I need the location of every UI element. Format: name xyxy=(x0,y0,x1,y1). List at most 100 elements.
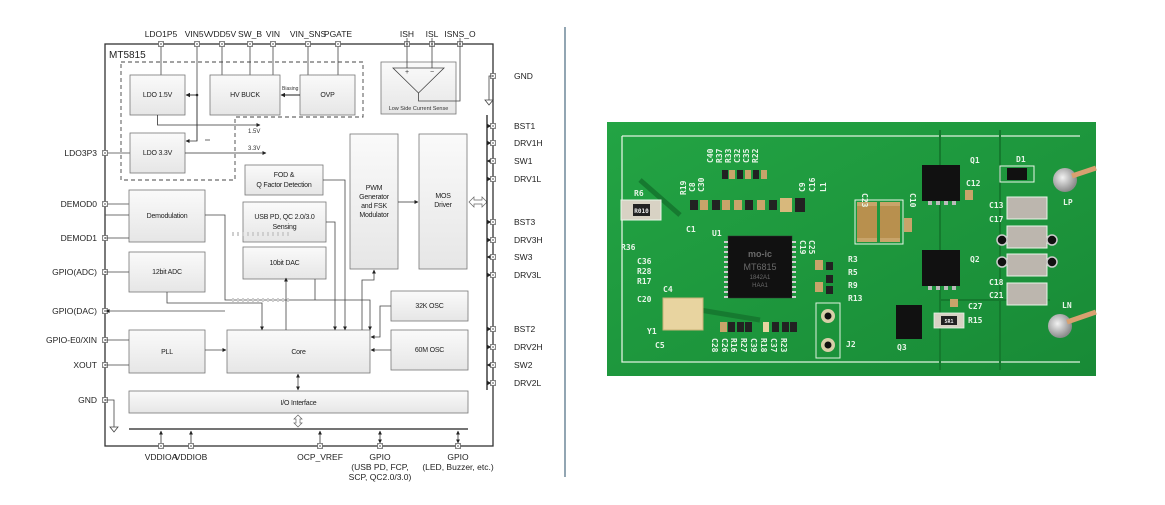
svg-text:VDDIOA: VDDIOA xyxy=(145,452,178,462)
svg-text:DEMOD1: DEMOD1 xyxy=(61,233,98,243)
svg-text:VIN_SNS: VIN_SNS xyxy=(290,29,327,39)
pin-right-sw1-3: SW1 xyxy=(486,156,533,166)
svg-text:PGATE: PGATE xyxy=(324,29,353,39)
svg-text:OCP_VREF: OCP_VREF xyxy=(297,452,343,462)
svg-text:DRV2H: DRV2H xyxy=(514,342,543,352)
silk-c4: C4 xyxy=(663,285,673,294)
svg-text:SW2: SW2 xyxy=(514,360,533,370)
svg-text:DRV3H: DRV3H xyxy=(514,235,543,245)
silk-c16: C16 xyxy=(808,177,817,192)
svg-text:LDO3P3: LDO3P3 xyxy=(64,148,97,158)
pad-ln xyxy=(1048,309,1097,338)
ldo-1v5-block: LDO 1.5V xyxy=(129,74,186,116)
silk-c1: C1 xyxy=(686,225,696,234)
pin-top-pgate: PGATE xyxy=(324,29,353,75)
svg-text:SW1: SW1 xyxy=(514,156,533,166)
crystal-y1 xyxy=(662,297,704,331)
pin-right-bst2-9: BST2 xyxy=(487,324,536,334)
right-pins: GNDBST1DRV1HSW1DRV1LBST3DRV3HSW3DRV3LBST… xyxy=(486,71,543,388)
silk-c25: C25 xyxy=(807,240,816,255)
pcb-photo: R010 mo-ic MT6815 1842A1 HAA1 xyxy=(232,122,1097,376)
silk-c30: C30 xyxy=(697,177,706,192)
silk-r28: R28 xyxy=(637,267,652,276)
pin-right-drv3h-6: DRV3H xyxy=(487,235,543,245)
silk-r33: R33 xyxy=(724,148,733,163)
svg-text:BST1: BST1 xyxy=(514,121,536,131)
svg-text:GPIO(DAC): GPIO(DAC) xyxy=(52,306,97,316)
silk-c26: C26 xyxy=(720,338,729,353)
pin-right-bst3-5: BST3 xyxy=(487,217,536,227)
svg-text:HAA1: HAA1 xyxy=(752,283,768,289)
svg-text:60M OSC: 60M OSC xyxy=(415,347,444,354)
osc-32k-block: 32K OSC xyxy=(390,290,469,322)
mosfet-q2 xyxy=(922,250,960,290)
silk-r37: R37 xyxy=(715,148,724,163)
svg-text:(USB PD, FCP,: (USB PD, FCP, xyxy=(351,462,408,472)
pll-block: PLL xyxy=(128,329,206,374)
connector-j2 xyxy=(815,302,841,359)
svg-text:I/O Interface: I/O Interface xyxy=(281,400,317,407)
svg-text:DRV1H: DRV1H xyxy=(514,138,543,148)
hv-buck-block: HV BUCK xyxy=(209,74,281,116)
silk-r5: R5 xyxy=(848,268,858,277)
svg-text:XOUT: XOUT xyxy=(73,360,97,370)
power-domain-boundary xyxy=(120,61,364,181)
pin-right-gnd-0: GND xyxy=(490,71,533,81)
svg-text:BST2: BST2 xyxy=(514,324,536,334)
silk-r3: R3 xyxy=(848,255,858,264)
silk-q2: Q2 xyxy=(970,255,980,264)
mos-bus-double-arrow xyxy=(468,196,488,208)
svg-text:1842A1: 1842A1 xyxy=(750,275,771,281)
svg-text:BST3: BST3 xyxy=(514,217,536,227)
silk-c12: C12 xyxy=(966,179,981,188)
io-bus-double-arrow xyxy=(293,414,303,428)
svg-text:VIN: VIN xyxy=(266,29,280,39)
rail-3v3-label: 3.3V xyxy=(248,146,260,152)
left-pins: LDO3P3DEMOD0DEMOD1GPIO(ADC)GPIO(DAC)GPIO… xyxy=(46,148,130,405)
ic-u1: mo-ic MT6815 1842A1 HAA1 xyxy=(232,232,796,302)
svg-text:Sensing: Sensing xyxy=(273,224,297,231)
silk-c32: C32 xyxy=(733,148,742,163)
ground-symbol-left xyxy=(105,399,119,433)
fod-q-factor-block: FOD & Q Factor Detection xyxy=(244,164,324,196)
biasing-label: Biasing xyxy=(282,86,299,92)
svg-text:ISNS_O: ISNS_O xyxy=(444,29,476,39)
silk-r6: R6 xyxy=(634,189,644,198)
silk-j2: J2 xyxy=(846,340,856,349)
svg-text:HV BUCK: HV BUCK xyxy=(230,92,260,99)
pin-right-sw2-11: SW2 xyxy=(486,360,533,370)
pin-top-ldo1p5: LDO1P5 xyxy=(145,29,178,75)
silk-c37: C37 xyxy=(769,338,778,353)
osc-60m-block: 60M OSC xyxy=(390,329,469,371)
svg-text:SW3: SW3 xyxy=(514,252,533,262)
svg-text:32K OSC: 32K OSC xyxy=(415,303,443,310)
svg-text:+: + xyxy=(405,69,409,76)
passive-row-top xyxy=(690,170,805,212)
silk-q3: Q3 xyxy=(897,343,907,352)
low-side-current-sense-block: + − Low Side Current Sense xyxy=(380,61,457,115)
svg-text:FOD &: FOD & xyxy=(274,172,295,179)
silk-r23: R23 xyxy=(779,338,788,353)
capacitor-c23 xyxy=(854,199,912,245)
transistor-q3 xyxy=(896,305,922,339)
passive-row-bottom xyxy=(720,260,833,332)
svg-text:Demodulation: Demodulation xyxy=(147,213,188,220)
silk-r36: R36 xyxy=(621,243,636,252)
demodulation-block: Demodulation xyxy=(128,189,206,243)
pin-bottom-gpio-3: GPIO(USB PD, FCP,SCP, QC2.0/3.0) xyxy=(349,430,412,482)
svg-text:MT6815: MT6815 xyxy=(743,262,776,272)
pin-right-drv2h-10: DRV2H xyxy=(487,342,543,352)
diode-d1 xyxy=(999,165,1035,183)
resistor-r15: 5R1 xyxy=(933,312,965,329)
svg-text:Q Factor Detection: Q Factor Detection xyxy=(256,182,311,189)
resistor-r6: R010 xyxy=(620,199,662,221)
svg-text:Driver: Driver xyxy=(434,202,452,209)
silk-u1: U1 xyxy=(712,229,722,238)
svg-text:Core: Core xyxy=(291,349,306,356)
svg-text:GND: GND xyxy=(78,395,97,405)
pin-left-gpio-adc-: GPIO(ADC) xyxy=(52,267,108,277)
silk-c28: C28 xyxy=(710,338,719,353)
svg-text:MOS: MOS xyxy=(435,193,451,200)
